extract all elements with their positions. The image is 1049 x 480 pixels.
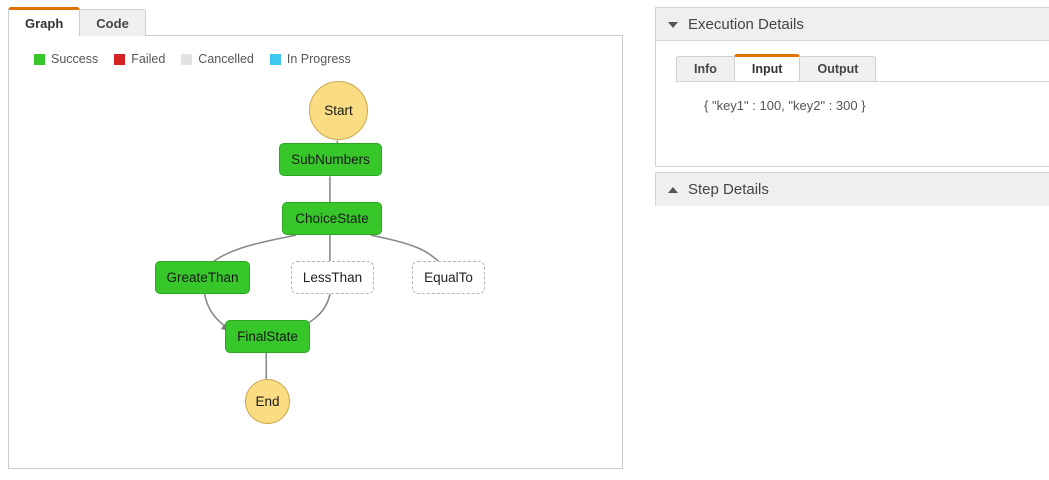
legend-label-cancelled: Cancelled bbox=[198, 52, 254, 66]
step-details-panel: Step Details bbox=[655, 172, 1049, 206]
graph-node-lessthan[interactable]: LessThan bbox=[291, 261, 374, 294]
legend-item-success: Success bbox=[34, 52, 98, 66]
caret-up-icon[interactable] bbox=[668, 187, 678, 193]
graph-node-subnumbers[interactable]: SubNumbers bbox=[279, 143, 382, 176]
execution-details-body: Info Input Output { "key1" : 100, "key2"… bbox=[656, 41, 1049, 129]
graph-node-equalto[interactable]: EqualTo bbox=[412, 261, 485, 294]
graph-node-end-label: End bbox=[255, 394, 280, 409]
caret-down-icon[interactable] bbox=[668, 21, 678, 28]
tab-code[interactable]: Code bbox=[79, 9, 146, 36]
tab-graph-label: Graph bbox=[25, 15, 64, 31]
legend-swatch-success bbox=[34, 53, 45, 65]
execution-input-json: { "key1" : 100, "key2" : 300 } bbox=[704, 98, 866, 113]
graph-node-greatethan-label: GreateThan bbox=[166, 270, 239, 285]
status-legend: Success Failed Cancelled In Progress bbox=[34, 52, 351, 66]
tab-info-label: Info bbox=[694, 62, 717, 76]
graph-node-greatethan[interactable]: GreateThan bbox=[155, 261, 250, 294]
graph-node-subnumbers-label: SubNumbers bbox=[291, 152, 370, 167]
legend-label-success: Success bbox=[51, 52, 99, 66]
graph-node-end[interactable]: End bbox=[245, 379, 290, 424]
graph-node-equalto-label: EqualTo bbox=[424, 270, 473, 285]
graph-node-lessthan-label: LessThan bbox=[302, 270, 363, 285]
tab-graph[interactable]: Graph bbox=[8, 7, 81, 36]
legend-label-failed: Failed bbox=[131, 52, 166, 66]
legend-label-in-progress: In Progress bbox=[286, 52, 351, 66]
tab-output[interactable]: Output bbox=[799, 56, 877, 81]
graph-node-choicestate[interactable]: ChoiceState bbox=[282, 202, 382, 235]
step-details-title: Step Details bbox=[688, 181, 769, 198]
legend-item-in-progress: In Progress bbox=[269, 52, 351, 66]
tab-info[interactable]: Info bbox=[676, 56, 735, 81]
graph-node-finalstate[interactable]: FinalState bbox=[225, 320, 310, 353]
execution-details-header[interactable]: Execution Details bbox=[656, 8, 1049, 41]
graph-node-finalstate-label: FinalState bbox=[237, 329, 298, 344]
graph-node-choicestate-label: ChoiceState bbox=[295, 211, 369, 226]
graph-node-start-label: Start bbox=[324, 103, 353, 118]
tab-code-label: Code bbox=[96, 15, 129, 31]
main-tab-bar: Graph Code bbox=[8, 6, 146, 36]
graph-node-start[interactable]: Start bbox=[309, 81, 368, 140]
tab-input-label: Input bbox=[751, 62, 783, 76]
step-details-header[interactable]: Step Details bbox=[656, 173, 1049, 206]
execution-details-tab-bar: Info Input Output bbox=[676, 53, 1049, 82]
graph-canvas[interactable]: Success Failed Cancelled In Progress bbox=[8, 35, 623, 469]
tab-input[interactable]: Input bbox=[733, 54, 801, 81]
execution-details-panel: Execution Details Info Input Output { "k… bbox=[655, 7, 1049, 167]
legend-swatch-failed bbox=[114, 53, 126, 65]
legend-swatch-in-progress bbox=[269, 53, 281, 65]
legend-item-cancelled: Cancelled bbox=[181, 52, 254, 66]
legend-swatch-cancelled bbox=[181, 53, 193, 65]
execution-details-title: Execution Details bbox=[688, 15, 804, 33]
legend-item-failed: Failed bbox=[114, 52, 165, 66]
tab-output-label: Output bbox=[817, 62, 859, 76]
